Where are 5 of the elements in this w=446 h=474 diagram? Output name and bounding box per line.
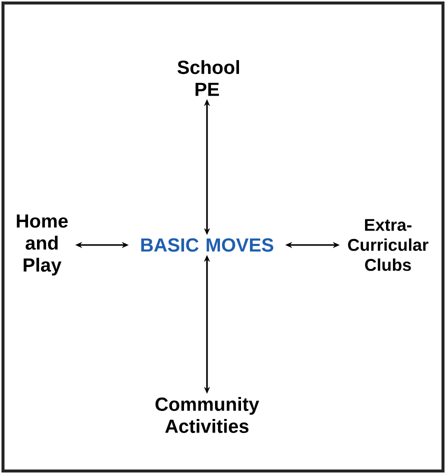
topic-label: Home and Play xyxy=(16,214,68,276)
topic-label: Community Activities xyxy=(156,397,260,433)
center-label: BASIC MOVES xyxy=(141,238,274,252)
topic-label: School PE xyxy=(178,60,239,96)
topic-label: Extra-Curricular Clubs xyxy=(348,219,428,271)
